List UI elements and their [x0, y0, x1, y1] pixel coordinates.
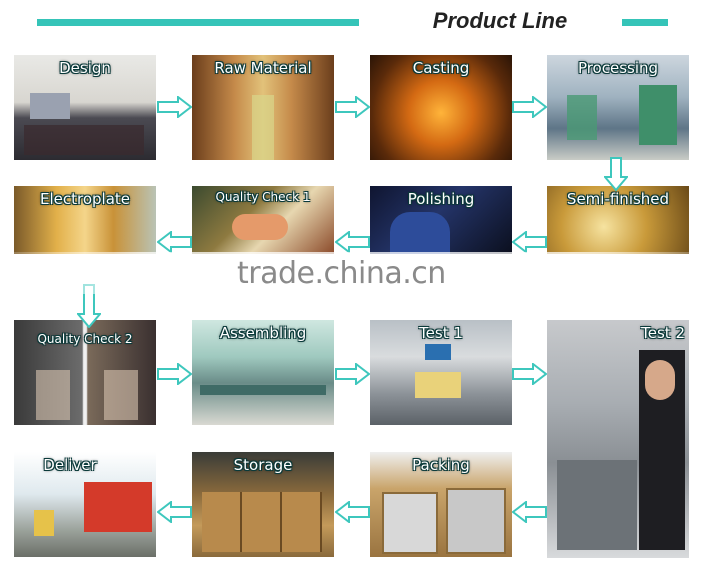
arrow-left-icon: [512, 231, 547, 253]
step-photo-casting: Casting: [370, 55, 512, 160]
step-photo-quality-check-1: Quality Check 1: [192, 186, 334, 254]
step-photo-processing: Processing: [547, 55, 689, 160]
step-label-packing: Packing: [412, 456, 470, 474]
arrow-right-icon: [335, 363, 370, 385]
watermark-text: trade.china.cn: [237, 256, 446, 291]
step-label-design: Design: [59, 59, 111, 77]
arrow-right-icon: [335, 96, 370, 118]
step-photo-design: Design: [14, 55, 156, 160]
step-label-electroplate: Electroplate: [39, 190, 130, 208]
step-photo-test-2: Test 2: [547, 320, 689, 558]
arrow-right-icon: [157, 96, 192, 118]
arrow-right-icon: [512, 363, 547, 385]
header-bar-right: [622, 19, 668, 26]
step-photo-deliver: Deliver: [14, 452, 156, 557]
step-photo-quality-check-2: Quality Check 2: [14, 320, 156, 425]
watermark-band: trade.china.cn: [0, 252, 717, 294]
step-label-casting: Casting: [412, 59, 470, 77]
step-label-semi-finished: Semi-finished: [566, 190, 670, 208]
header-bar-left: [37, 19, 359, 26]
step-label-storage: Storage: [233, 456, 293, 474]
step-photo-assembling: Assembling: [192, 320, 334, 425]
step-photo-storage: Storage: [192, 452, 334, 557]
step-photo-polishing: Polishing: [370, 186, 512, 254]
step-label-raw-material: Raw Material: [214, 59, 312, 77]
step-photo-semi-finished: Semi-finished: [547, 186, 689, 254]
arrow-left-icon: [335, 501, 370, 523]
page-title: Product Line: [432, 8, 568, 33]
arrow-right-icon: [157, 363, 192, 385]
step-label-processing: Processing: [577, 59, 659, 77]
arrow-down-icon: [604, 157, 628, 191]
step-label-polishing: Polishing: [407, 190, 475, 208]
step-label-quality-check-2: Quality Check 2: [37, 332, 133, 346]
step-photo-packing: Packing: [370, 452, 512, 557]
step-label-test-1: Test 1: [419, 324, 463, 342]
step-label-quality-check-1: Quality Check 1: [215, 190, 311, 204]
step-label-test-2: Test 2: [641, 324, 685, 342]
arrow-left-icon: [157, 231, 192, 253]
arrow-right-icon: [512, 96, 547, 118]
arrow-left-icon: [157, 501, 192, 523]
step-label-deliver: Deliver: [43, 456, 97, 474]
arrow-left-icon: [512, 501, 547, 523]
step-label-assembling: Assembling: [219, 324, 307, 342]
step-photo-raw-material: Raw Material: [192, 55, 334, 160]
step-photo-electroplate: Electroplate: [14, 186, 156, 254]
arrow-left-icon: [335, 231, 370, 253]
step-photo-test-1: Test 1: [370, 320, 512, 425]
